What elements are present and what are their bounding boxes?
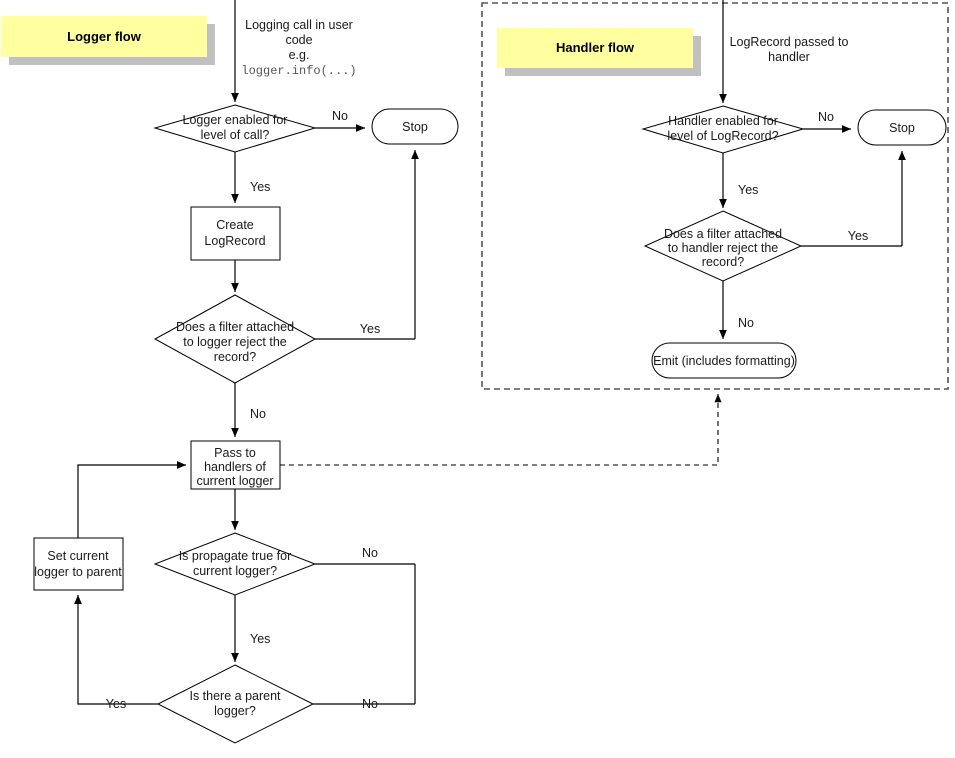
- parent-logger-line2: logger?: [214, 704, 256, 718]
- handler-entry-caption-line1: LogRecord passed to: [730, 35, 849, 49]
- logger-entry-caption-code: logger.info(...): [241, 64, 356, 78]
- handler-filter-line3: record?: [702, 255, 744, 269]
- logger-filter-line2: to logger reject the: [183, 335, 287, 349]
- handler-filter-line2: to handler reject the: [668, 241, 779, 255]
- emit-terminal: [651, 342, 797, 379]
- create-logrecord-line1: Create: [216, 218, 254, 232]
- stop-terminal-right: [857, 109, 947, 146]
- edge-parent-yes: [74, 594, 158, 705]
- logger-filter-line3: record?: [214, 350, 256, 364]
- edge-label-parent-yes: Yes: [106, 697, 126, 711]
- edge-label-logger-filter-yes: Yes: [360, 322, 380, 336]
- handler-filter-line1: Does a filter attached: [664, 227, 782, 241]
- edge-label-handler-filter-yes: Yes: [848, 229, 868, 243]
- handler-entry-caption-line2: handler: [768, 50, 810, 64]
- handler-enabled-line2: level of LogRecord?: [667, 129, 778, 143]
- pass-to-handlers-line3: current logger: [196, 474, 273, 488]
- logger-entry-caption-line1: Logging call in user: [245, 18, 353, 32]
- parent-logger-decision: [156, 664, 315, 744]
- logger-filter-line1: Does a filter attached: [176, 320, 294, 334]
- set-parent-line2: logger to parent: [34, 565, 122, 579]
- stop-terminal-left-label: Stop: [402, 120, 428, 134]
- emit-terminal-label: Emit (includes formatting): [653, 354, 795, 368]
- set-parent-process: [33, 537, 124, 591]
- propagate-line1: Is propagate true for: [179, 549, 292, 563]
- pass-to-handlers-line1: Pass to: [214, 446, 256, 460]
- edge-label-handler-filter-no: No: [738, 316, 754, 330]
- logger-flow-title-label: Logger flow: [67, 29, 142, 44]
- edge-label-logger-filter-no: No: [250, 407, 266, 421]
- edge-label-parent-no: No: [362, 697, 378, 711]
- parent-logger-line1: Is there a parent: [189, 689, 281, 703]
- edge-label-propagate-no: No: [362, 546, 378, 560]
- pass-to-handlers-line2: handlers of: [204, 460, 266, 474]
- logger-entry-caption-line2: code: [285, 33, 312, 47]
- logger-enabled-decision-line2: level of call?: [201, 128, 270, 142]
- edge-label-propagate-yes: Yes: [250, 632, 270, 646]
- logger-flow-title-box: [1, 16, 207, 57]
- create-logrecord-line2: LogRecord: [204, 234, 265, 248]
- logger-entry-caption-line3: e.g.: [289, 48, 310, 62]
- pass-to-handlers-process: [190, 440, 281, 490]
- edge-label-logger-enabled-no: No: [332, 109, 348, 123]
- set-parent-line1: Set current: [47, 549, 109, 563]
- handler-flow-title-box: [497, 28, 693, 68]
- logger-enabled-decision-line1: Logger enabled for: [183, 113, 288, 127]
- stop-terminal-right-label: Stop: [889, 121, 915, 135]
- edge-label-logger-enabled-yes: Yes: [250, 180, 270, 194]
- handler-flow-title-label: Handler flow: [556, 40, 635, 55]
- create-logrecord-process: [190, 206, 281, 261]
- edge-pass-to-handler-flow-dashed: [280, 393, 722, 466]
- propagate-line2: current logger?: [193, 564, 277, 578]
- edge-set-parent-to-pass: [77, 461, 187, 538]
- edge-label-handler-enabled-yes: Yes: [738, 183, 758, 197]
- handler-enabled-line1: Handler enabled for: [668, 114, 778, 128]
- edge-label-handler-enabled-no: No: [818, 110, 834, 124]
- stop-terminal-left: [371, 108, 459, 145]
- handler-flow-container: [481, 2, 949, 390]
